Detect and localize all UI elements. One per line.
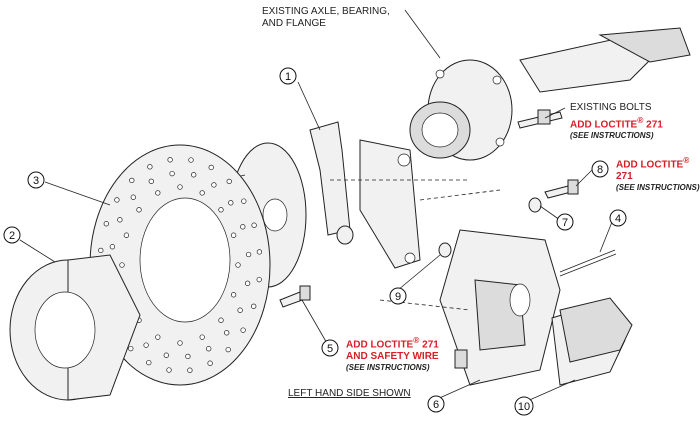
rotor-drill-hole	[155, 190, 161, 196]
rotor-drill-hole	[187, 367, 193, 373]
rotor-drill-hole	[237, 307, 243, 313]
rotor-drill-hole	[130, 194, 136, 200]
svg-text:1: 1	[285, 71, 291, 83]
rotor-drill-hole	[251, 222, 257, 228]
rotor-drill-hole	[245, 251, 252, 258]
callout-3: 3	[27, 171, 45, 189]
rotor-drill-hole	[155, 334, 161, 340]
rotor-drill-hole	[185, 353, 191, 360]
svg-text:9: 9	[395, 291, 401, 303]
existing-bolt	[517, 109, 563, 129]
callout-10: 10	[514, 396, 534, 416]
caliper-bracket	[309, 121, 421, 269]
loctite-note-5: ADD LOCTITE® 271 AND SAFETY WIRE (SEE IN…	[346, 335, 439, 373]
washer-7	[528, 197, 542, 213]
rotor-drill-hole	[240, 224, 246, 230]
spacer-drum	[9, 254, 141, 401]
svg-text:4: 4	[615, 213, 621, 225]
svg-text:2: 2	[9, 230, 15, 242]
rotor-drill-hole	[240, 327, 246, 333]
svg-text:5: 5	[327, 343, 333, 355]
rotor-drill-hole	[206, 346, 212, 352]
axle-flange	[409, 27, 691, 161]
rotor-drill-hole	[228, 200, 234, 206]
callout-2: 2	[3, 226, 21, 244]
callout-9: 9	[389, 287, 407, 305]
rotor-drill-hole	[218, 207, 224, 213]
rotor-drill-hole	[109, 244, 116, 250]
rotor-drill-hole	[230, 292, 237, 298]
callout-4: 4	[609, 209, 627, 227]
rotor-drill-hole	[207, 360, 213, 366]
callout-7: 7	[556, 213, 574, 231]
rotor-drill-hole	[147, 164, 153, 170]
rotor-drill-hole	[218, 317, 224, 323]
existing-bolts-note: EXISTING BOLTS ADD LOCTITE® 271 (SEE INS…	[570, 102, 663, 141]
rotor-drill-hole	[188, 157, 194, 163]
caliper	[439, 229, 561, 386]
rotor-drill-hole	[103, 221, 109, 227]
svg-text:8: 8	[597, 164, 603, 176]
rotor-drill-hole	[169, 170, 175, 177]
rotor-drill-hole	[136, 207, 142, 213]
rotor-drill-hole	[241, 198, 247, 204]
rotor-drill-hole	[163, 352, 169, 358]
rotor-drill-hole	[98, 247, 104, 254]
svg-text:7: 7	[562, 217, 568, 229]
svg-text:3: 3	[33, 175, 39, 187]
callout-6: 6	[427, 395, 445, 413]
rotor-drill-hole	[114, 197, 120, 203]
rotor-drill-hole	[177, 184, 183, 190]
rotor-drill-hole	[146, 359, 152, 366]
rotor-drill-hole	[224, 330, 230, 336]
diagram-caption: LEFT HAND SIDE SHOWN	[288, 388, 411, 399]
rotor-drill-hole	[211, 182, 217, 188]
rotor-drill-hole	[256, 276, 262, 283]
rotor-drill-hole	[191, 172, 197, 178]
spacer-washer	[336, 225, 354, 245]
callout-8: 8	[591, 160, 609, 178]
svg-text:10: 10	[518, 401, 530, 413]
mount-bolt-5	[279, 285, 311, 308]
svg-text:6: 6	[433, 399, 439, 411]
rotor-drill-hole	[226, 178, 232, 185]
washer-9	[438, 242, 452, 258]
loctite-note-8: ADD LOCTITE® 271 (SEE INSTRUCTIONS)	[616, 155, 700, 193]
rotor-drill-hole	[166, 367, 172, 373]
rotor-drill-hole	[167, 157, 173, 163]
rotor-drill-hole	[177, 340, 183, 346]
rotor-drill-hole	[256, 249, 263, 255]
caliper-bolt-8	[544, 179, 579, 199]
rotor-drill-hole	[225, 346, 231, 353]
callout-1: 1	[279, 67, 297, 85]
rotor-drill-hole	[230, 232, 237, 238]
callout-5: 5	[321, 339, 339, 357]
rotor-drill-hole	[129, 177, 135, 184]
rotor-drill-hole	[119, 262, 125, 268]
rotor-drill-hole	[199, 334, 205, 340]
rotor-drill-hole	[199, 190, 205, 196]
rotor-drill-hole	[148, 178, 154, 184]
rotor-drill-hole	[117, 217, 123, 223]
cotter-pin	[559, 249, 617, 277]
axle-label: EXISTING AXLE, BEARING, AND FLANGE	[262, 6, 390, 29]
rotor-drill-hole	[251, 303, 257, 309]
rotor-drill-hole	[235, 262, 241, 268]
rotor-drill-hole	[143, 342, 149, 348]
rotor-drill-hole	[123, 232, 130, 238]
brake-pads	[551, 297, 633, 386]
rotor-drill-hole	[244, 280, 251, 286]
rotor-drill-hole	[128, 345, 134, 352]
rotor-drill-hole	[208, 164, 214, 171]
